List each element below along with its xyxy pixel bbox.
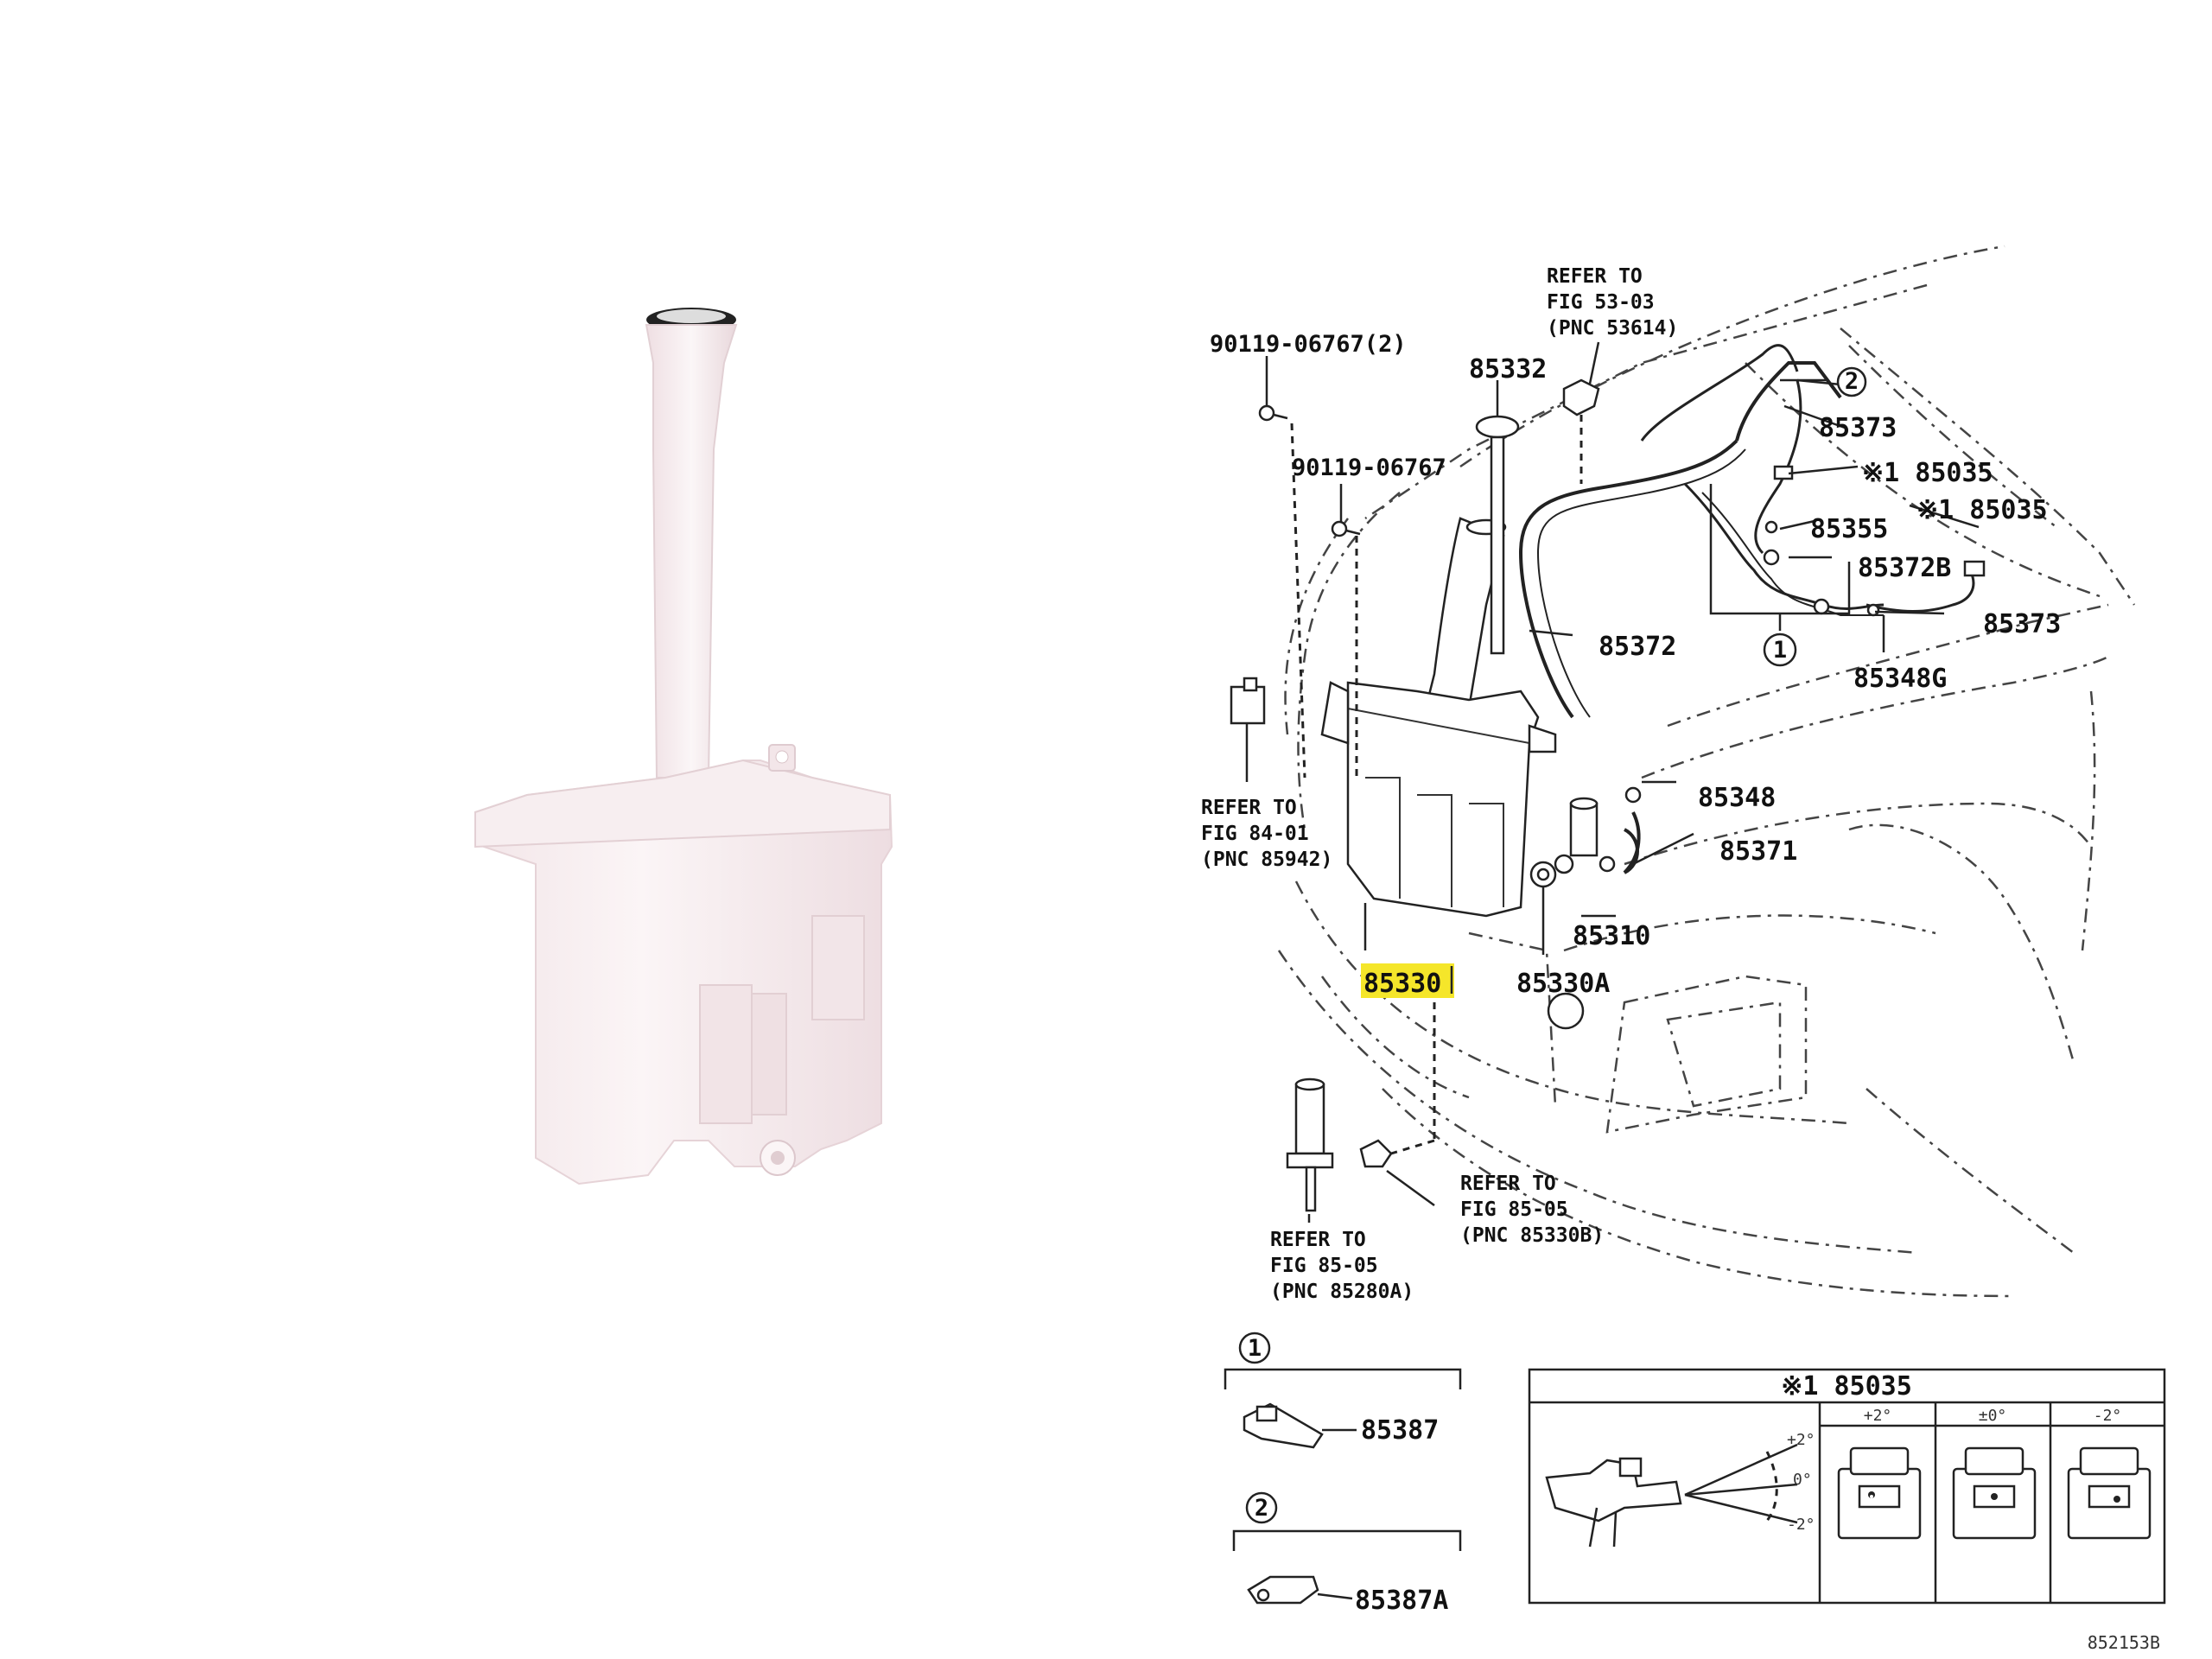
callout-2-main	[1836, 366, 1867, 397]
hose-85372	[1518, 439, 1738, 719]
ref53-line1: REFER TO	[1547, 265, 1643, 288]
label-85035-b: ※1 85035	[1916, 495, 2048, 525]
ref8505a-line1: REFER TO	[1270, 1229, 1366, 1251]
ref84-line2: FIG 84-01	[1201, 823, 1309, 845]
detail-1-number: 1	[1248, 1335, 1262, 1362]
label-85372: 85372	[1599, 632, 1676, 662]
label-85035-a: ※1 85035	[1862, 458, 1993, 488]
vehicle-outline	[1277, 245, 2136, 1298]
ref8505a-line2: FIG 85-05	[1270, 1255, 1378, 1277]
bolts-90119	[1258, 404, 1361, 779]
label-85387: 85387	[1361, 1415, 1439, 1446]
label-85330A: 85330A	[1516, 969, 1610, 999]
callout-1-main-text: 1	[1773, 637, 1787, 664]
label-90119: 90119-06767	[1292, 454, 1446, 481]
angle-plus2: +2°	[1787, 1431, 1815, 1449]
nozzle-view-minus2	[2067, 1446, 2152, 1540]
ref8505a-line3: (PNC 85280A)	[1270, 1281, 1414, 1303]
ref84-line3: (PNC 85942)	[1201, 849, 1332, 871]
reservoir-photo	[474, 308, 893, 1185]
label-85332: 85332	[1469, 354, 1547, 385]
callout-1-main	[1763, 632, 1797, 667]
ref84-line1: REFER TO	[1201, 797, 1297, 819]
ref8505b-line1: REFER TO	[1460, 1173, 1556, 1195]
col-zero: ±0°	[1979, 1407, 2007, 1425]
dipstick-85332	[1475, 415, 1520, 655]
ref8505b-line2: FIG 85-05	[1460, 1198, 1568, 1221]
label-85330: 85330	[1363, 969, 1441, 999]
detail-1: 1 85387	[1224, 1332, 1462, 1449]
lower-parts	[1286, 976, 1436, 1212]
label-85371: 85371	[1719, 836, 1797, 867]
connector-85348	[1623, 786, 1642, 874]
label-85355: 85355	[1810, 514, 1888, 544]
label-85310: 85310	[1573, 921, 1650, 951]
label-85373-top: 85373	[1819, 413, 1897, 443]
clip-53614	[1562, 378, 1600, 484]
angle-minus2: -2°	[1787, 1516, 1815, 1534]
ref53-line2: FIG 53-03	[1547, 291, 1655, 314]
label-85373-b: 85373	[1983, 609, 2061, 639]
label-85348: 85348	[1698, 783, 1776, 813]
upper-hoses	[1640, 344, 1986, 617]
label-90119-2: 90119-06767(2)	[1210, 331, 1407, 358]
label-85372B: 85372B	[1858, 553, 1951, 583]
col-plus2: +2°	[1864, 1407, 1892, 1425]
col-minus2: -2°	[2094, 1407, 2122, 1425]
highlight-85330	[1361, 963, 1454, 998]
nozzle-view-zero	[1952, 1446, 2037, 1540]
leader-lines	[1265, 341, 1980, 1223]
part-labels: 90119-06767(2) 90119-06767 85332 REFER T…	[1201, 265, 2061, 1303]
detail-2-number: 2	[1255, 1495, 1268, 1522]
detail-2: 2 85387A	[1232, 1491, 1462, 1616]
callout-2-main-text: 2	[1845, 368, 1859, 395]
figure-code: 852153B	[2088, 1632, 2160, 1653]
label-85348G: 85348G	[1853, 664, 1947, 694]
nozzle-angle-table: ※1 85035 +2° ±0° -2° +2° 0° -2°	[1528, 1368, 2166, 1605]
ref53-line3: (PNC 53614)	[1547, 317, 1678, 340]
table-title: ※1 85035	[1781, 1371, 1912, 1402]
ref8505b-line3: (PNC 85330B)	[1460, 1224, 1604, 1247]
nozzle-view-plus2	[1837, 1446, 1922, 1540]
sensor-85942	[1230, 677, 1266, 782]
angle-zero: 0°	[1793, 1471, 1812, 1489]
tank-drawing	[1320, 517, 1557, 918]
label-85387A: 85387A	[1355, 1586, 1448, 1616]
